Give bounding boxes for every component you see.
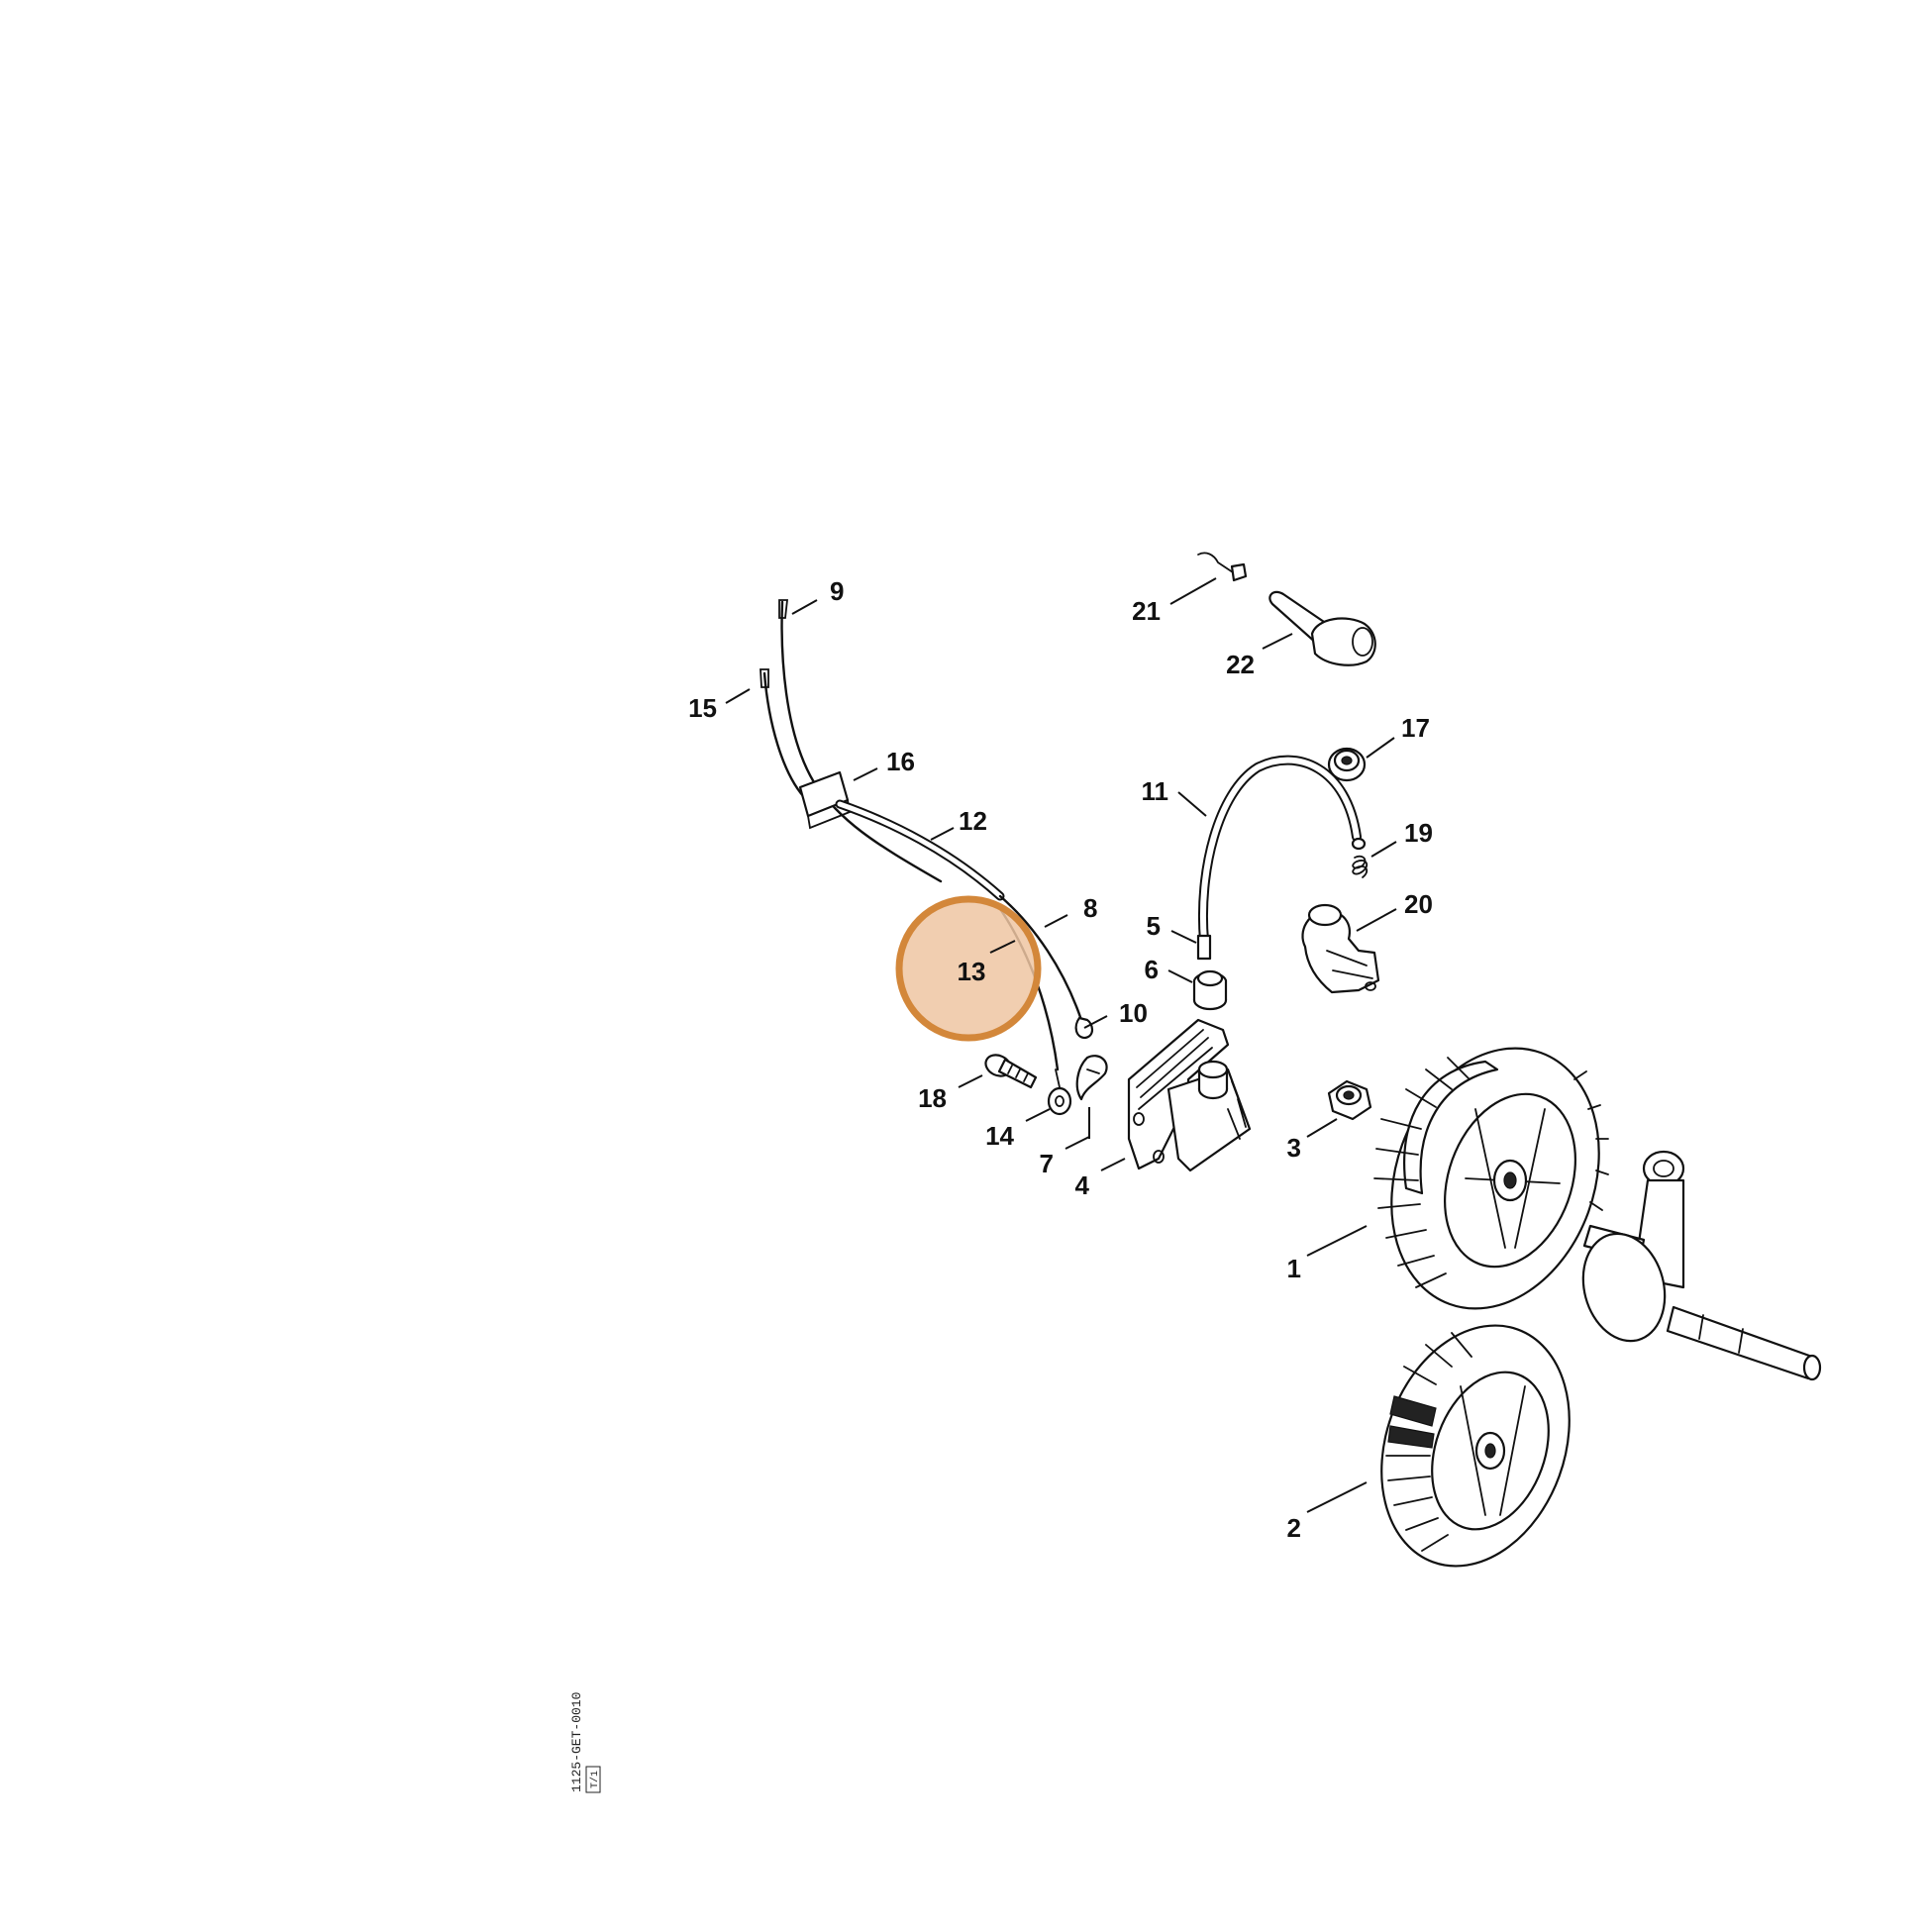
callout-22[interactable]: 22 [1226, 650, 1255, 679]
callout-4[interactable]: 4 [1075, 1170, 1090, 1200]
ring-terminal-14 [1047, 1086, 1072, 1116]
callout-9[interactable]: 9 [830, 576, 844, 606]
callout-13[interactable]: 13 [958, 957, 986, 986]
callout-14[interactable]: 14 [985, 1121, 1014, 1151]
callout-15[interactable]: 15 [688, 693, 717, 723]
ignition-lead-11 [1196, 755, 1367, 961]
terminal-10 [1074, 1016, 1094, 1040]
short-circuit-wire-15 [762, 671, 806, 799]
crankshaft [1581, 1150, 1822, 1381]
callout-labels: 9 15 16 12 8 13 10 18 14 7 4 5 6 11 21 2… [688, 576, 1433, 1543]
wire-15-tip [760, 668, 769, 688]
wire-8 [998, 894, 1083, 1022]
callout-3[interactable]: 3 [1287, 1133, 1301, 1163]
lead-end-5 [1196, 934, 1212, 961]
callout-19[interactable]: 19 [1404, 818, 1433, 848]
clip-7 [1075, 1055, 1108, 1101]
highlight-circle-13[interactable] [895, 895, 1042, 1042]
callout-18[interactable]: 18 [918, 1083, 947, 1113]
callout-8[interactable]: 8 [1083, 893, 1097, 923]
callout-20[interactable]: 20 [1404, 889, 1433, 919]
nut-3 [1327, 1079, 1372, 1121]
flywheel-1 [1373, 1047, 1609, 1310]
wire-assembly [760, 599, 1094, 1116]
callout-1[interactable]: 1 [1287, 1254, 1301, 1283]
callout-12[interactable]: 12 [959, 806, 987, 836]
terminal-21 [1197, 552, 1248, 582]
drawing-code-text: 1125-GET-0010 [569, 1692, 584, 1792]
callout-5[interactable]: 5 [1147, 911, 1161, 941]
drawing-code-suffix: T/1 [589, 1771, 601, 1788]
wire-clip-16 [798, 770, 850, 818]
callout-10[interactable]: 10 [1119, 998, 1148, 1028]
spring-19 [1352, 855, 1369, 878]
drawing-code: 1125-GET-0010 T/1 [569, 1692, 601, 1793]
plug-boot-20 [1301, 903, 1380, 994]
drawing-code-box [585, 1766, 601, 1793]
ignition-module-4 [1127, 1018, 1252, 1172]
flywheel-2 [1380, 1324, 1571, 1568]
plug-boot-22 [1268, 590, 1376, 666]
leader-lines [725, 577, 1397, 1513]
sleeve-6 [1192, 969, 1228, 1011]
callout-21[interactable]: 21 [1132, 596, 1161, 626]
callout-17[interactable]: 17 [1401, 713, 1430, 743]
callout-11[interactable]: 11 [1142, 776, 1169, 806]
screw-18 [984, 1054, 1038, 1089]
callout-2[interactable]: 2 [1287, 1513, 1301, 1543]
callout-6[interactable]: 6 [1145, 955, 1159, 984]
callout-7[interactable]: 7 [1040, 1149, 1054, 1178]
grommet-17 [1327, 747, 1367, 782]
callout-16[interactable]: 16 [886, 747, 915, 776]
wire-9-tip [778, 599, 789, 619]
